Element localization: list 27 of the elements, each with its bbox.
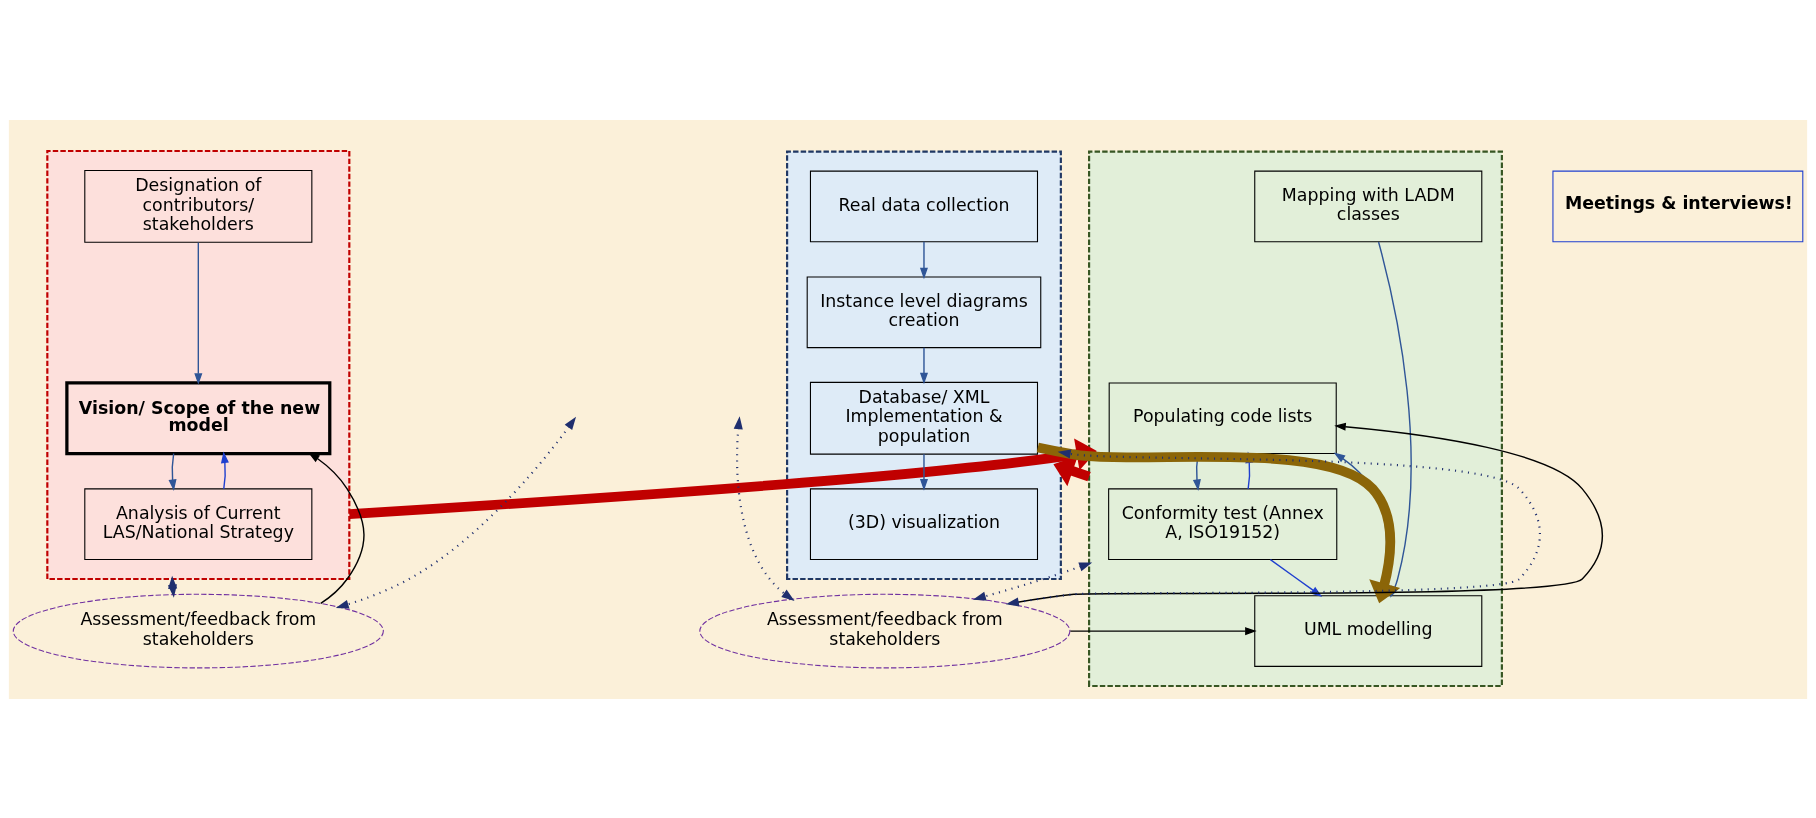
- node-ellipse: Assessment/feedback from stakeholders: [12, 593, 384, 668]
- arrow: [919, 452, 928, 491]
- node-box: Populating code lists: [1108, 381, 1337, 454]
- cluster: [46, 149, 351, 580]
- arrow: [194, 241, 203, 385]
- node-box: (3D) visualization: [809, 487, 1039, 560]
- node-box: UML modelling: [1254, 594, 1483, 667]
- arrow: [220, 450, 229, 490]
- arrow: [733, 415, 795, 601]
- node-box: Database/ XML Implementation & population: [809, 381, 1039, 455]
- node-box: Meetings & interviews!: [1552, 170, 1804, 242]
- arrow: [972, 562, 1093, 601]
- arrow: [335, 416, 577, 609]
- cluster: [786, 150, 1062, 580]
- arrow: [168, 452, 177, 491]
- arrow: [1069, 626, 1257, 635]
- node-box: Conformity test (Annex A, ISO19152): [1108, 487, 1338, 560]
- arrow: [919, 240, 928, 279]
- cluster: [1088, 150, 1503, 687]
- arrow: [919, 346, 928, 384]
- arrow: [167, 575, 178, 598]
- node-box: Mapping with LADM classes: [1254, 170, 1483, 242]
- node-box: Analysis of Current LAS/National Strategy: [84, 487, 313, 560]
- node-box: Designation of contributors/ stakeholders: [84, 169, 313, 243]
- node-box: Vision/ Scope of the new model: [65, 380, 332, 455]
- node-box: Instance level diagrams creation: [806, 276, 1042, 348]
- node-box: Real data collection: [809, 170, 1039, 242]
